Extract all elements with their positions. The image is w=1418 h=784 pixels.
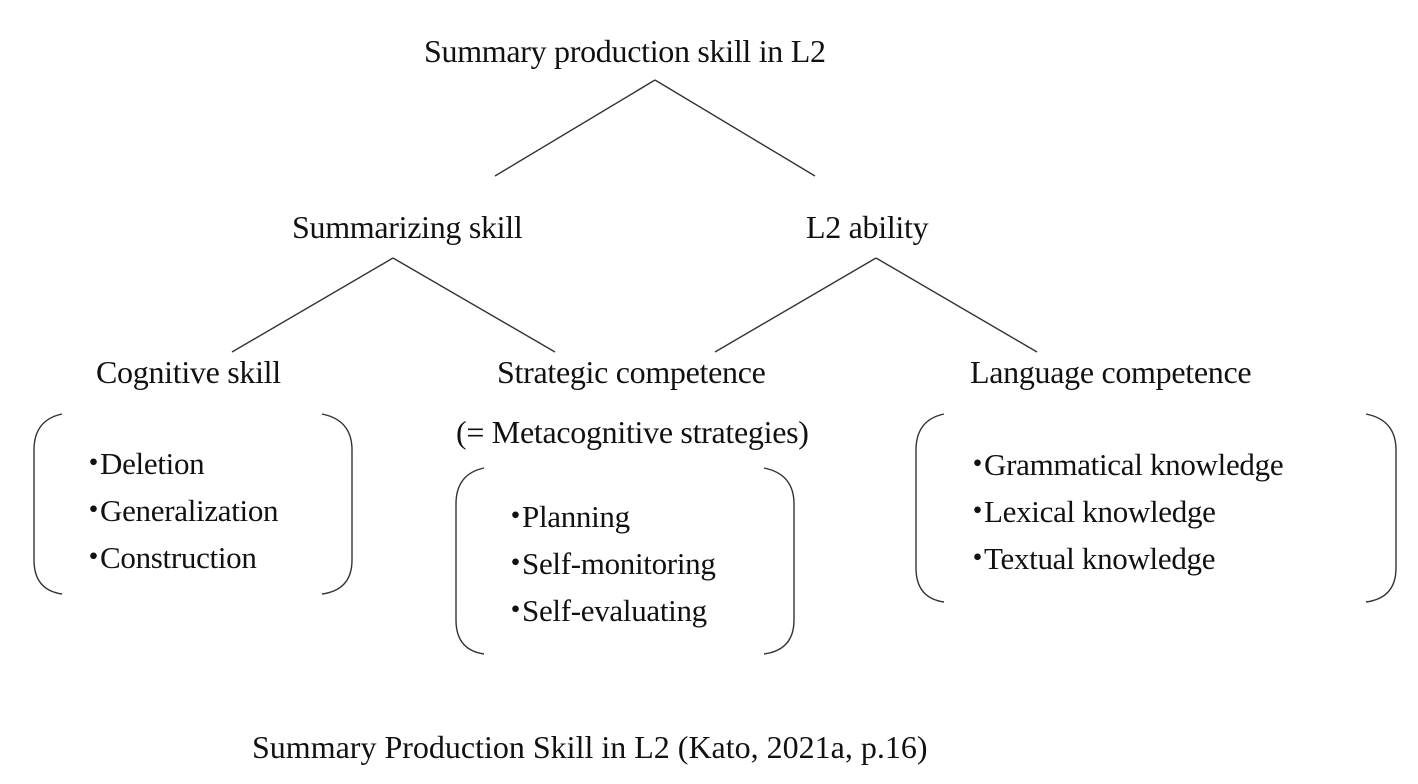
edge-l2ability-strategic	[714, 257, 877, 353]
bracket-right-cognitive	[321, 413, 353, 595]
bullet-icon: ・	[500, 593, 531, 628]
l2-ability-label: L2 ability	[806, 209, 929, 245]
list-item: ・Planning	[500, 498, 630, 536]
list-item: ・Textual knowledge	[962, 540, 1215, 578]
item-text: Grammatical knowledge	[984, 447, 1284, 482]
item-text: Deletion	[100, 446, 205, 481]
bullet-icon: ・	[962, 494, 993, 529]
language-competence-label: Language competence	[970, 354, 1252, 390]
edge-summarizing-cognitive	[231, 257, 394, 353]
cognitive-skill-label: Cognitive skill	[96, 354, 281, 390]
list-item: ・Construction	[78, 539, 257, 577]
edge-l2ability-language	[875, 257, 1038, 353]
item-text: Generalization	[100, 493, 279, 528]
bracket-right-strategic	[763, 467, 795, 655]
bracket-left-cognitive	[33, 413, 63, 595]
list-item: ・Self-evaluating	[500, 592, 707, 630]
item-text: Construction	[100, 540, 257, 575]
summarizing-skill-label: Summarizing skill	[292, 209, 523, 245]
list-item: ・Grammatical knowledge	[962, 446, 1284, 484]
item-text: Lexical knowledge	[984, 494, 1216, 529]
bullet-icon: ・	[500, 546, 531, 581]
figure-caption: Summary Production Skill in L2 (Kato, 20…	[252, 729, 928, 765]
item-text: Self-monitoring	[522, 546, 716, 581]
bullet-icon: ・	[78, 540, 109, 575]
list-item: ・Deletion	[78, 445, 205, 483]
list-item: ・Generalization	[78, 492, 279, 530]
bullet-icon: ・	[78, 493, 109, 528]
bracket-left-strategic	[455, 467, 485, 655]
strategic-competence-sublabel: (= Metacognitive strategies)	[456, 414, 809, 450]
strategic-competence-label: Strategic competence	[497, 354, 766, 390]
item-text: Textual knowledge	[984, 541, 1216, 576]
edge-root-l2ability	[654, 79, 816, 177]
bracket-right-language	[1365, 413, 1397, 603]
bullet-icon: ・	[962, 541, 993, 576]
list-item: ・Self-monitoring	[500, 545, 716, 583]
bullet-icon: ・	[78, 446, 109, 481]
item-text: Planning	[522, 499, 630, 534]
edge-summarizing-strategic	[392, 257, 556, 353]
list-item: ・Lexical knowledge	[962, 493, 1216, 531]
item-text: Self-evaluating	[522, 593, 707, 628]
edge-root-summarizing	[494, 79, 656, 177]
root-node-label: Summary production skill in L2	[424, 33, 826, 69]
bullet-icon: ・	[500, 499, 531, 534]
bracket-left-language	[915, 413, 945, 603]
bullet-icon: ・	[962, 447, 993, 482]
